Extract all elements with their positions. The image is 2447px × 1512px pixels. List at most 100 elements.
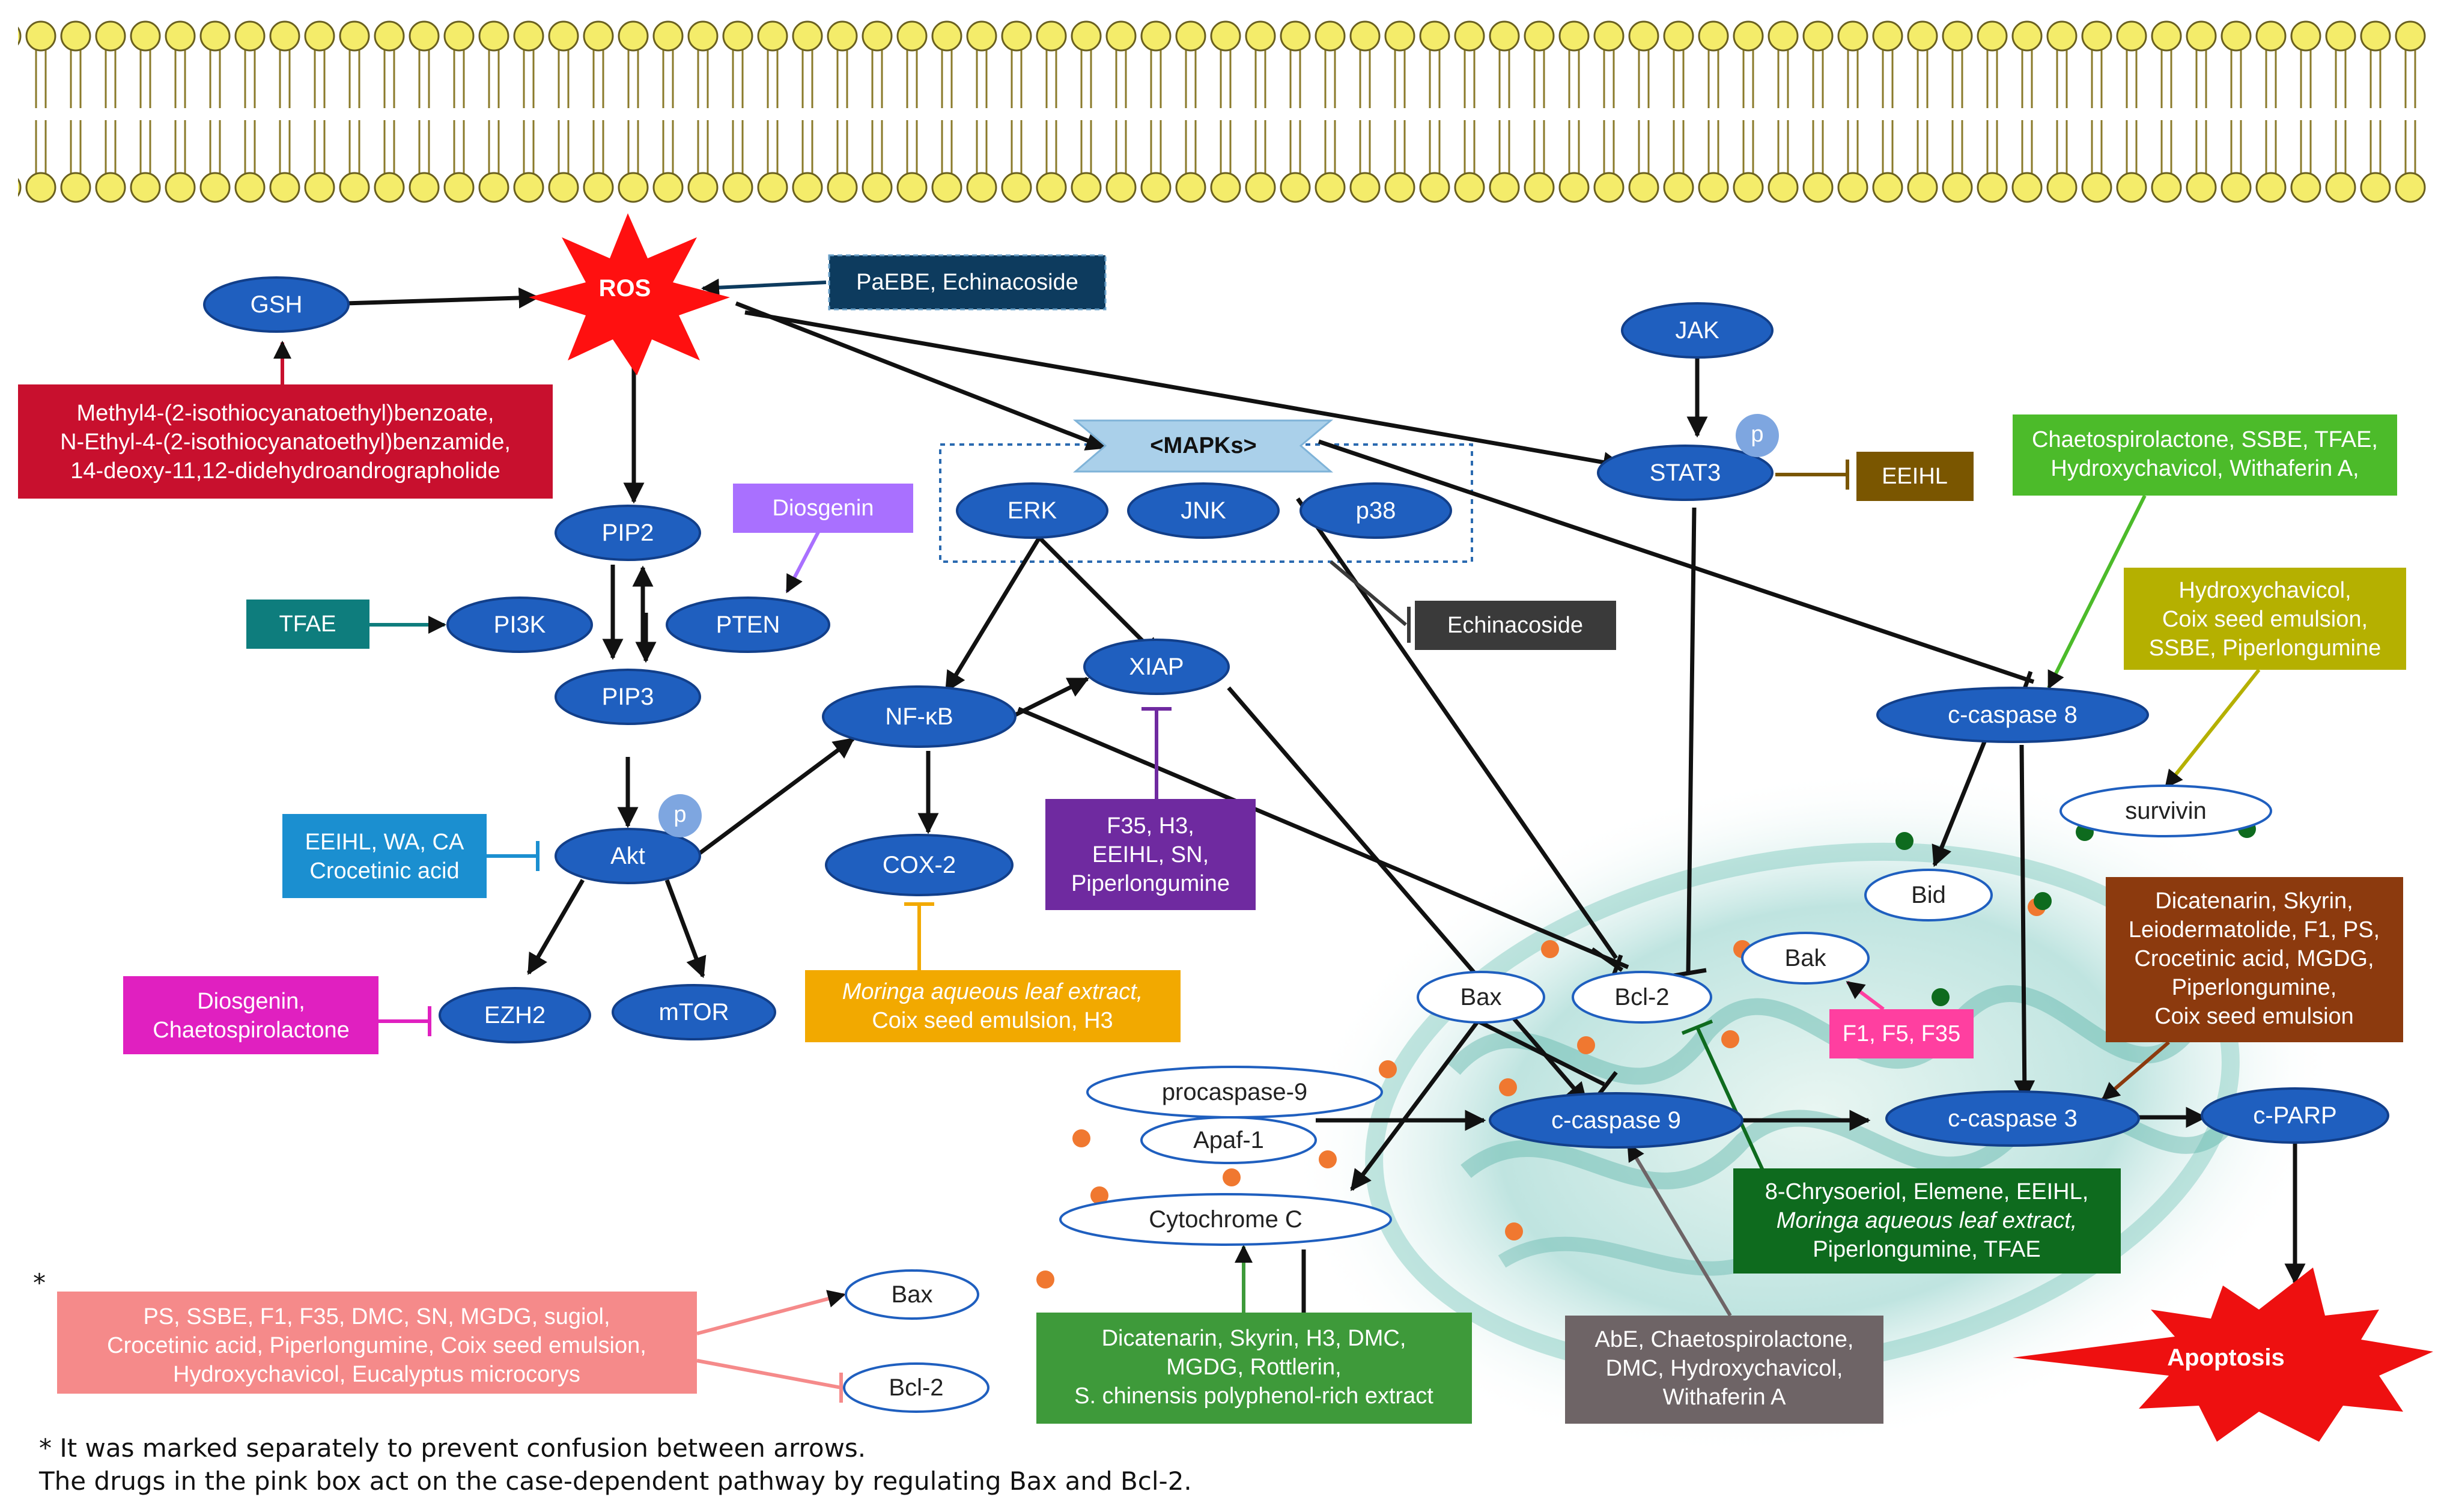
node-erk: ERK [956,482,1108,539]
node-ezh2: EZH2 [439,987,591,1043]
stat3-phospho-badge: p [1736,414,1779,457]
node-bid-label: Bid [1911,882,1946,908]
node-pten: PTEN [666,597,830,653]
drug-box-bak-line-1: F1, F5, F35 [1843,1021,1960,1046]
node-procasp9-label: procaspase-9 [1162,1079,1307,1105]
node-akt: Akt [555,828,701,884]
drug-box-ros-inhib: PaEBE, Echinacoside [828,254,1107,311]
drug-box-bak: F1, F5, F35 [1829,1009,1974,1058]
node-xiap: XIAP [1083,639,1230,695]
node-cparp-label: c-PARP [2253,1102,2336,1129]
drug-box-cytc-line-3: S. chinensis polyphenol-rich extract [1074,1383,1433,1409]
node-pi3k: PI3K [446,597,593,653]
cell-membrane [18,18,2427,204]
node-stat3: STAT3 [1597,445,1774,501]
node-nfkb: NF-κB [822,685,1017,748]
node-gsh-label: GSH [251,291,303,318]
activation-arrows [345,287,2306,1285]
drug-box-gsh: Methyl4-(2-isothiocyanatoethyl)benzoate,… [18,384,553,499]
node-pi3k-label: PI3K [494,612,546,638]
akt-phospho-badge: p [658,794,702,837]
node-jnk-label: JNK [1181,497,1226,524]
node-survivin-label: survivin [2125,798,2207,824]
node-pten-label: PTEN [716,612,780,638]
drug-box-casp3-line-1: Dicatenarin, Skyrin, [2155,888,2353,914]
node-pip3-label: PIP3 [602,684,654,710]
drug-box-casp8-line-1: Chaetospirolactone, SSBE, TFAE, [2032,427,2378,452]
mapks-label: <MAPKs> [1150,433,1256,458]
drug-box-pi3k-line-1: TFAE [279,612,336,637]
node-erk-label: ERK [1008,497,1057,524]
node-bak: Bak [1741,932,1870,985]
node-pip2-label: PIP2 [602,520,654,546]
drug-box-cytc: Dicatenarin, Skyrin, H3, DMC, MGDG, Rott… [1036,1313,1472,1424]
drug-box-survivin: Hydroxychavicol, Coix seed emulsion, SSB… [2124,568,2406,670]
node-bax: Bax [1417,971,1545,1024]
drug-box-pink-line-1: PS, SSBE, F1, F35, DMC, SN, MGDG, sugiol… [143,1304,610,1329]
drug-box-gsh-line-2: N-Ethyl-4-(2-isothiocyanatoethyl)benzami… [60,430,511,455]
drug-box-pten: Diosgenin [733,484,913,533]
drug-box-bcl2-line-3: Piperlongumine, TFAE [1813,1237,2041,1262]
node-apaf1: Apaf-1 [1140,1116,1317,1164]
drug-box-casp3-line-5: Coix seed emulsion [2154,1004,2354,1029]
node-bid: Bid [1864,869,1993,921]
node-casp8: c-caspase 8 [1876,687,2149,743]
drug-box-ezh2-line-2: Chaetospirolactone [153,1018,349,1043]
drug-box-akt: EEIHL, WA, CA Crocetinic acid [282,814,487,898]
node-bak-label: Bak [1785,945,1827,971]
legend-node-bcl2: Bcl-2 [843,1362,989,1413]
node-p38-label: p38 [1356,497,1396,524]
ros-label: ROS [599,275,651,302]
node-gsh: GSH [203,276,350,333]
drug-box-stat3: EEIHL [1856,452,1974,501]
drug-box-casp3: Dicatenarin, Skyrin, Leiodermatolide, F1… [2106,877,2403,1042]
drug-box-pink-line-3: Hydroxychavicol, Eucalyptus microcorys [173,1362,580,1387]
legend-node-bax: Bax [845,1269,979,1320]
akt-phospho-label: p [673,802,686,827]
stat3-phospho-label: p [1751,422,1763,447]
node-bcl2-label: Bcl-2 [1614,984,1669,1010]
node-ezh2-label: EZH2 [484,1002,546,1028]
node-cytc-label: Cytochrome C [1149,1206,1303,1233]
drug-box-jnk: Echinacoside [1415,601,1616,650]
node-p38: p38 [1299,482,1452,539]
node-procasp9: procaspase-9 [1086,1066,1383,1119]
node-mtor: mTOR [612,984,776,1040]
node-jak-label: JAK [1675,317,1719,344]
drug-box-gsh-line-3: 14-deoxy-11,12-didehydroandrographolide [70,458,500,484]
apoptosis-star [2013,1268,2433,1442]
drug-box-pink-line-2: Crocetinic acid, Piperlongumine, Coix se… [107,1333,646,1358]
node-akt-label: Akt [610,843,645,869]
node-pip2: PIP2 [555,505,701,561]
drug-box-bcl2-line-2: Moringa aqueous leaf extract, [1777,1208,2078,1233]
mapk-group-box [939,443,1473,563]
legend-node-bcl2-label: Bcl-2 [889,1374,943,1401]
drug-connectors [273,278,2261,1403]
node-bcl2: Bcl-2 [1572,971,1712,1024]
drug-box-casp3-line-2: Leiodermatolide, F1, PS, [2129,917,2380,943]
node-nfkb-label: NF-κB [885,703,953,730]
drug-box-survivin-line-2: Coix seed emulsion, [2162,607,2368,632]
drug-box-cox2-line-2: Coix seed emulsion, H3 [872,1008,1113,1033]
node-survivin: survivin [2059,785,2272,837]
drug-box-ezh2: Diosgenin, Chaetospirolactone [123,976,378,1054]
node-bax-label: Bax [1461,984,1502,1010]
footnote-line-1: * It was marked separately to prevent co… [39,1433,866,1463]
drug-box-jnk-line-1: Echinacoside [1447,613,1583,638]
node-cox2: COX-2 [825,834,1014,896]
drug-box-pten-line-1: Diosgenin [773,496,874,521]
node-xiap-label: XIAP [1129,654,1184,680]
drug-box-gsh-line-1: Methyl4-(2-isothiocyanatoethyl)benzoate, [77,401,494,426]
node-cox2-label: COX-2 [883,852,956,878]
ros-star [529,213,730,375]
drug-box-stat3-line-1: EEIHL [1882,464,1948,489]
drug-box-ros-inhib-line-1: PaEBE, Echinacoside [856,270,1078,295]
node-casp3: c-caspase 3 [1885,1090,2140,1147]
node-jak: JAK [1621,302,1774,359]
node-casp8-label: c-caspase 8 [1948,702,2078,728]
drug-box-casp3-line-3: Crocetinic acid, MGDG, [2134,946,2374,971]
drug-box-casp9-line-1: AbE, Chaetospirolactone, [1595,1327,1854,1352]
drug-box-cox2-line-1: Moringa aqueous leaf extract, [842,979,1143,1004]
